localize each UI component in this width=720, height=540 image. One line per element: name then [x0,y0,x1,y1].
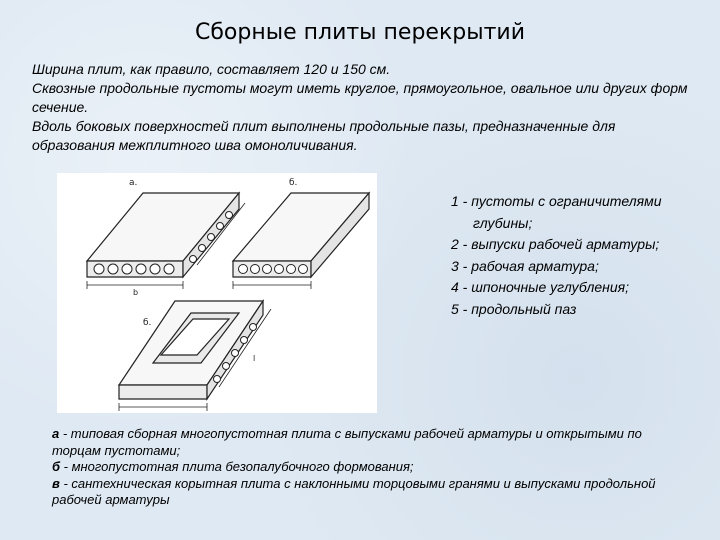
caption-text: - типовая сборная многопустотная плита с… [52,426,642,458]
caption-a: а - типовая сборная многопустотная плита… [52,426,692,459]
label-a: а. [129,178,137,188]
caption-text: - сантехническая корытная плита с наклон… [52,475,656,508]
slab-b-drawing: б. [231,178,371,289]
legend-item: 2 - выпуски рабочей арматуры; [451,236,660,252]
label-b: б. [289,178,297,188]
legend-item: 1 - пустоты с ограничителями глубины; [451,193,662,231]
label-c: б. [143,318,151,328]
intro-text: Ширина плит, как правило, составляет 120… [32,60,692,155]
caption-text: - многопустотная плита безопалубочного ф… [60,459,414,474]
caption-letter: в [52,475,60,491]
legend-item: 4 - шпоночные углубления; [451,279,630,295]
legend-item: 3 - рабочая арматура; [451,257,599,274]
slab-c-drawing: б. l [117,299,272,411]
slide-title: Сборные плиты перекрытий [194,20,525,45]
caption-b: б - многопустотная плита безопалубочного… [52,459,692,476]
slab-a-drawing: а. b [85,178,246,297]
dim-l-label: l [253,354,255,363]
intro-paragraph: Ширина плит, как правило, составляет 120… [32,61,391,77]
slab-drawing: а. b б. [57,173,377,413]
legend: 1 - пустоты с ограничителями глубины; 2 … [451,191,691,320]
caption-letter: а [52,426,60,441]
intro-paragraph: Сквозные продольные пустоты могут иметь … [32,80,688,115]
caption-letter: б [52,459,61,474]
dim-b-label: b [133,288,138,297]
intro-paragraph: Вдоль боковых поверхностей плит выполнен… [32,118,616,153]
legend-item: 5 - продольный паз [451,300,577,317]
caption-c: в - сантехническая корытная плита с накл… [52,476,692,509]
figure-captions: а - типовая сборная многопустотная плита… [52,426,692,509]
